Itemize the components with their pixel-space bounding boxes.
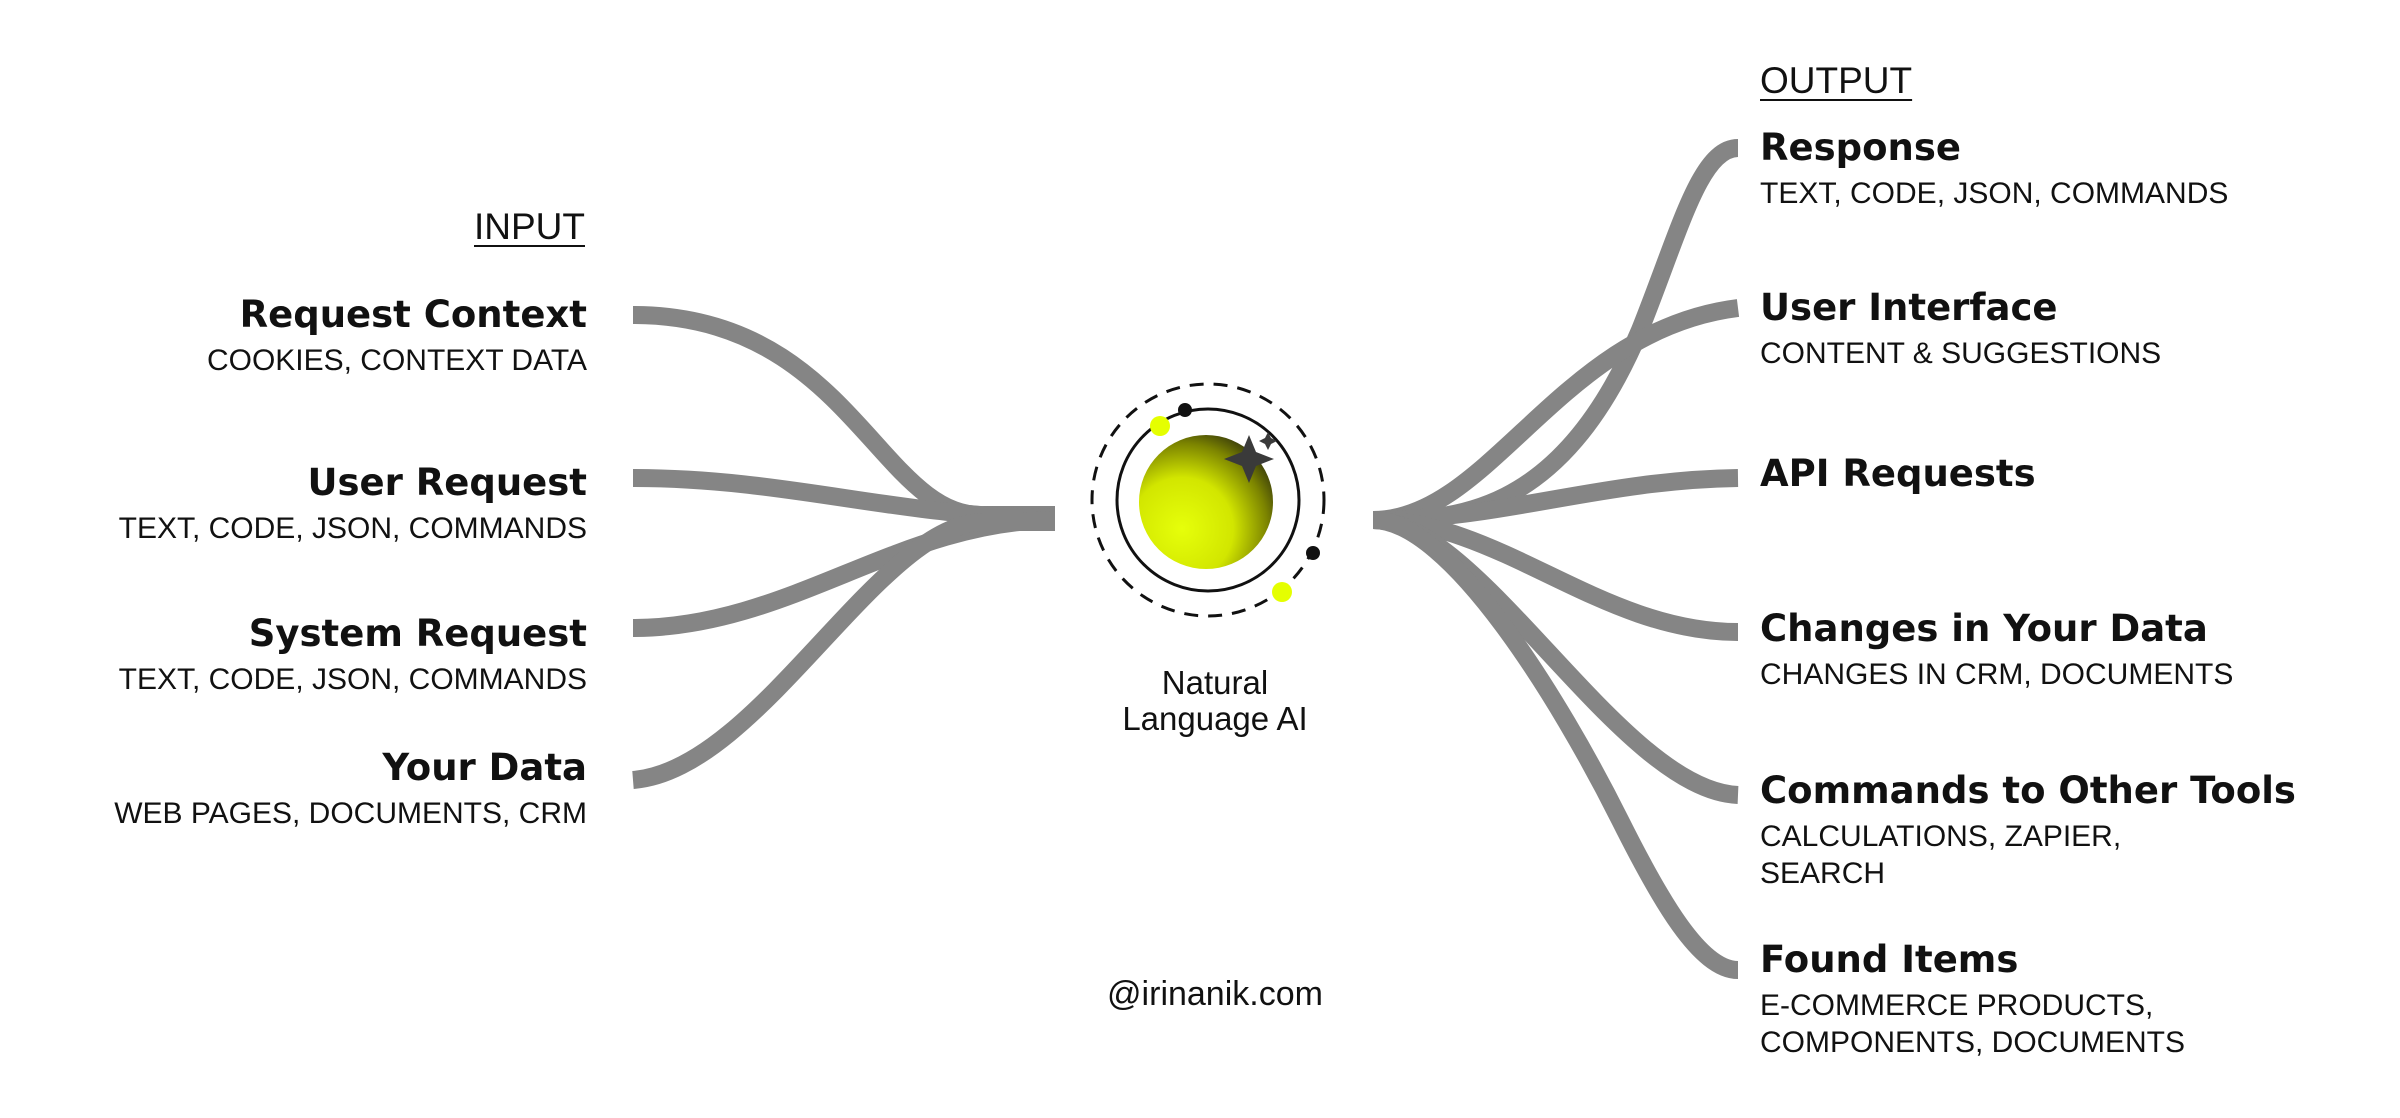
node-subtitle: TEXT, CODE, JSON, COMMANDS — [118, 512, 587, 545]
node-title: Commands to Other Tools — [1760, 769, 2296, 812]
connector-changes-data — [1372, 511, 1739, 641]
input-node-system-request: System Request TEXT, CODE, JSON, COMMAND… — [119, 611, 587, 698]
node-title: API Requests — [1760, 452, 2036, 495]
inner-orbit — [1115, 407, 1301, 593]
output-node-user-interface: User Interface CONTENT & SUGGESTIONS — [1760, 285, 2161, 372]
output-node-commands-tools: Commands to Other Tools CALCULATIONS, ZA… — [1760, 768, 2296, 892]
input-node-request-context: Request Context COOKIES, CONTEXT DATA — [207, 292, 587, 379]
orbit-dot-black-bottom — [1306, 546, 1320, 560]
ai-orb — [1139, 435, 1273, 569]
output-node-response: Response TEXT, CODE, JSON, COMMANDS — [1760, 125, 2228, 212]
node-title: Changes in Your Data — [1760, 607, 2208, 650]
output-label: OUTPUT — [1760, 60, 1913, 101]
connector-your-data — [631, 512, 1055, 789]
orbit-dot-black-top — [1178, 403, 1192, 417]
connector-user-request — [632, 469, 1056, 527]
node-subtitle: TEXT, CODE, JSON, COMMANDS — [118, 663, 587, 696]
ai-node — [1090, 382, 1326, 618]
orbit-dot-yellow-bottom — [1272, 582, 1292, 602]
node-title: System Request — [248, 612, 587, 655]
outer-orbit — [1090, 382, 1326, 618]
sparkle-small-icon — [1259, 432, 1277, 450]
node-title: Request Context — [239, 293, 587, 336]
node-subtitle: E-COMMERCE PRODUCTS, COMPONENTS, DOCUMEN… — [1760, 989, 2186, 1059]
connector-found-items — [1372, 511, 1739, 979]
node-subtitle: TEXT, CODE, JSON, COMMANDS — [1760, 177, 2229, 210]
output-node-found-items: Found Items E-COMMERCE PRODUCTS, COMPONE… — [1760, 937, 2200, 1061]
connector-response — [1372, 139, 1740, 529]
node-subtitle: CALCULATIONS, ZAPIER, SEARCH — [1760, 820, 2122, 890]
connectors — [631, 139, 1740, 979]
node-subtitle: WEB PAGES, DOCUMENTS, CRM — [114, 797, 587, 830]
node-title: User Interface — [1760, 286, 2058, 329]
ai-node-label-line1: Natural — [1161, 664, 1269, 701]
input-label: INPUT — [474, 206, 585, 247]
input-node-your-data: Your Data WEB PAGES, DOCUMENTS, CRM — [114, 745, 587, 832]
ai-node-label-line2: Language AI — [1122, 700, 1308, 737]
credit-text: @irinanik.com — [1107, 975, 1323, 1013]
output-node-changes-data: Changes in Your Data CHANGES IN CRM, DOC… — [1760, 606, 2233, 693]
node-subtitle: CHANGES IN CRM, DOCUMENTS — [1760, 658, 2234, 691]
node-subtitle: CONTENT & SUGGESTIONS — [1760, 337, 2162, 370]
sparkle-icon — [1224, 435, 1274, 483]
node-title: Found Items — [1760, 938, 2019, 981]
output-node-api-requests: API Requests — [1760, 451, 2036, 497]
node-title: Response — [1760, 126, 1961, 169]
connector-commands-tools — [1372, 511, 1739, 804]
node-subtitle: COOKIES, CONTEXT DATA — [206, 344, 587, 377]
input-node-user-request: User Request TEXT, CODE, JSON, COMMANDS — [119, 460, 587, 547]
node-title: Your Data — [382, 746, 587, 789]
orbit-dot-yellow-top — [1150, 416, 1170, 436]
node-title: User Request — [307, 461, 587, 504]
ai-node-label: Natural Language AI — [1100, 665, 1330, 737]
